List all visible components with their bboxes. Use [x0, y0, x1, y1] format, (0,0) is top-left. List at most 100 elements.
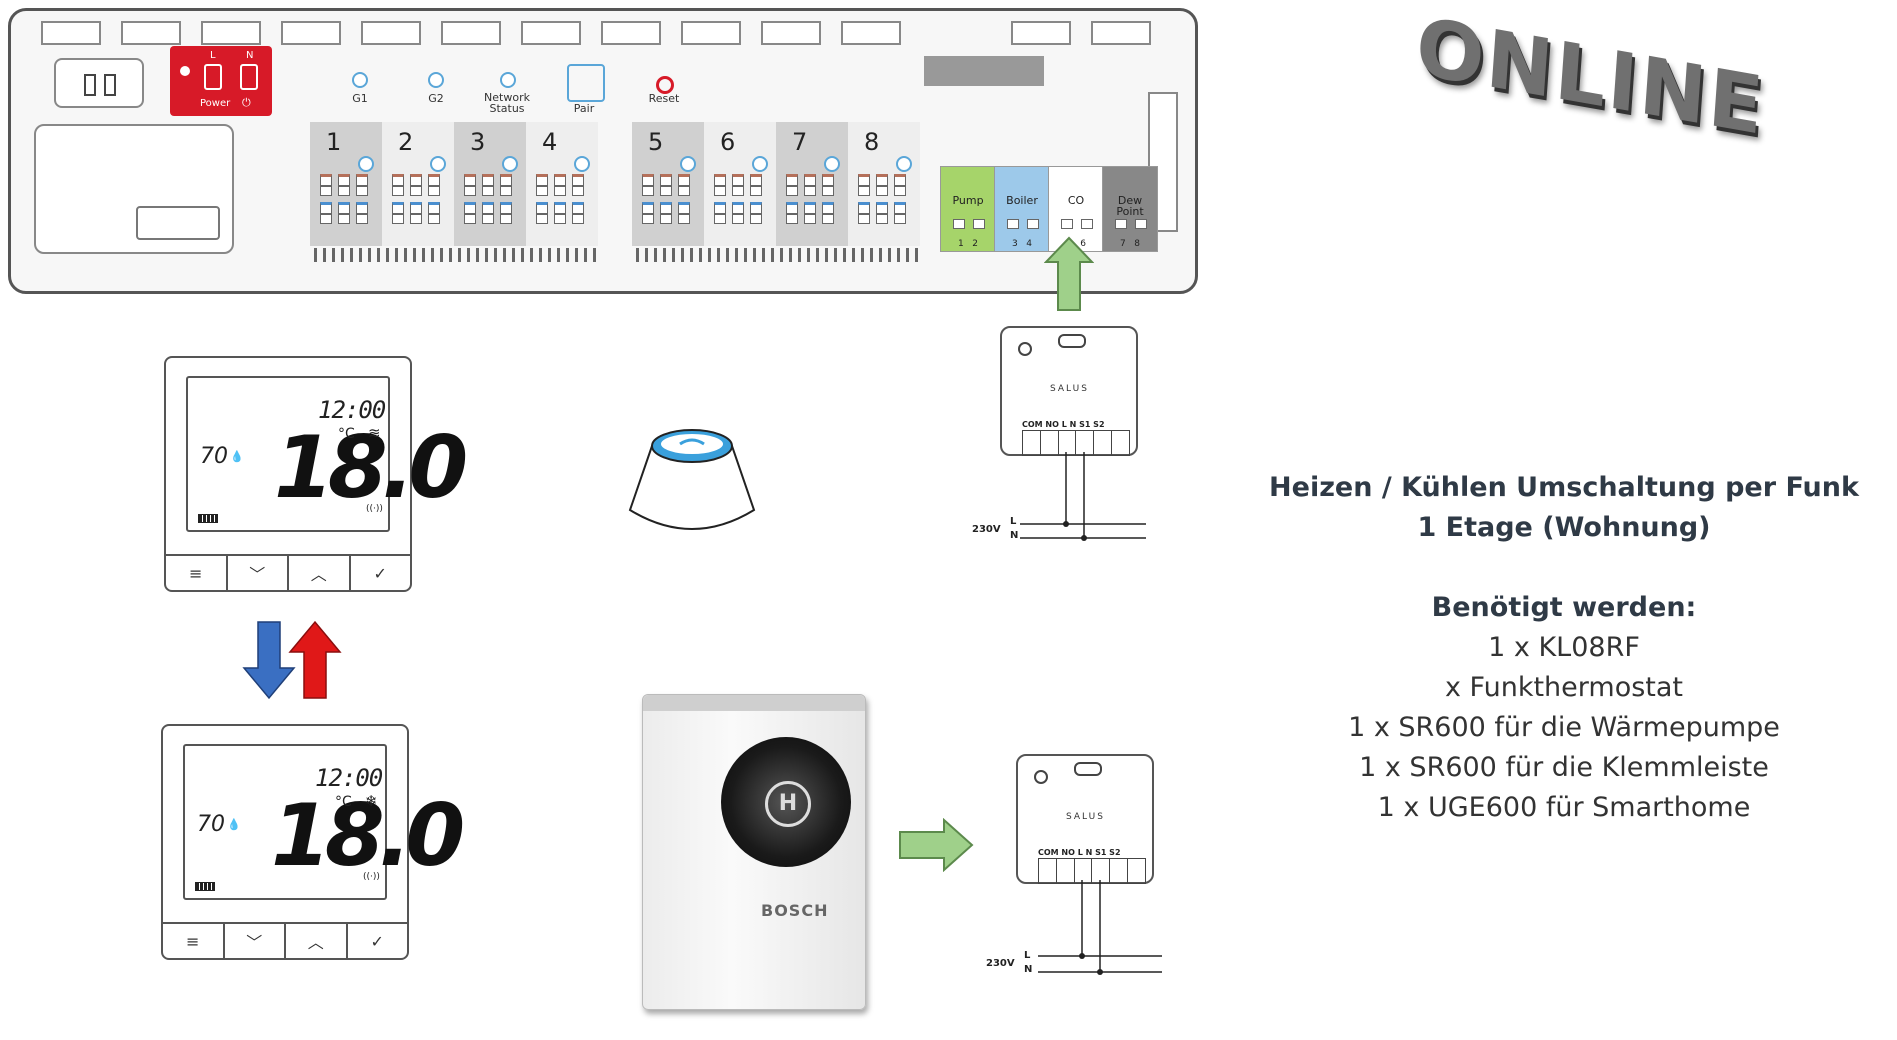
heat-fin: [870, 248, 873, 262]
heat-fin: [690, 248, 693, 262]
heat-fin: [575, 248, 578, 262]
heat-fin: [654, 248, 657, 262]
terminal-slot: [678, 186, 690, 196]
terminal-slot: [1027, 219, 1039, 229]
g1-led-icon: [352, 72, 368, 88]
heat-fin: [440, 248, 443, 262]
confirm-button[interactable]: ✓: [348, 924, 408, 958]
terminal-slot: [356, 174, 368, 186]
heat-fin: [753, 248, 756, 262]
terminal-slot: [482, 186, 494, 196]
heat-pump-arrow: [899, 818, 974, 872]
terminal-slot: [876, 202, 888, 214]
terminal-slot: [876, 174, 888, 186]
terminal-slot: [750, 202, 762, 214]
zone-led-icon: [574, 156, 590, 172]
terminal-slot: [482, 202, 494, 214]
relay2-terminal-labels: COM NO L N S1 S2: [1038, 848, 1121, 857]
terminal-slot: [428, 174, 440, 186]
terminal-slot: [410, 214, 422, 224]
button-slot: [1058, 334, 1086, 348]
relay2-wiring: [1038, 880, 1162, 975]
battery-icon: [195, 882, 215, 891]
display-time: 12:00: [318, 396, 386, 424]
zone-led-icon: [358, 156, 374, 172]
zone-1: 1: [310, 122, 382, 262]
info-item: 1 x KL08RF: [1488, 632, 1640, 663]
terminal-slot: [750, 186, 762, 196]
terminal-slot: [732, 214, 744, 224]
heat-fin: [323, 248, 326, 262]
heat-fin: [512, 248, 515, 262]
heat-fin: [825, 248, 828, 262]
heat-fin: [915, 248, 918, 262]
power-l-label: L: [210, 50, 216, 61]
reset-button[interactable]: [656, 76, 674, 94]
info-needed-heading: Benötigt werden:: [1431, 592, 1697, 623]
mount-hole-icon: [1034, 770, 1048, 784]
terminal-slot: [876, 186, 888, 196]
wireless-signal-icon: ((·)): [366, 504, 383, 514]
terminal-slot: [554, 214, 566, 224]
menu-button[interactable]: ≡: [163, 924, 225, 958]
network-status-led-icon: [500, 72, 516, 88]
terminal-slot: [482, 174, 494, 186]
heat-fin: [780, 248, 783, 262]
heat-fin: [566, 248, 569, 262]
heat-fin: [798, 248, 801, 262]
relay2-line-l: L: [1024, 950, 1031, 961]
terminal-slot: [1061, 219, 1073, 229]
up-arrow-icon: [288, 620, 342, 699]
sr600-relay-klemmleiste: SALUS COM NO L N S1 S2: [1000, 326, 1138, 456]
relay-terminal-labels: COM NO L N S1 S2: [1022, 420, 1105, 429]
terminal-slot: [320, 174, 332, 186]
zone-number: 1: [326, 128, 342, 156]
terminal-slot: [750, 214, 762, 224]
heat-fin: [377, 248, 380, 262]
up-button[interactable]: ︿: [286, 924, 348, 958]
heat-fin: [521, 248, 524, 262]
down-button[interactable]: ﹀: [225, 924, 286, 958]
terminal-slot: [536, 214, 548, 224]
heat-fin: [744, 248, 747, 262]
zone-8: 8: [848, 122, 920, 262]
display-humidity: 70: [200, 444, 228, 469]
terminal-slot: [392, 174, 404, 186]
up-button[interactable]: ︿: [289, 556, 351, 590]
heat-fin: [584, 248, 587, 262]
terminal-slot: [1007, 219, 1019, 229]
heat-fin: [699, 248, 702, 262]
terminal-slot: [410, 174, 422, 186]
terminal-slot: [660, 202, 672, 214]
terminal-slot: [536, 202, 548, 214]
zone-number: 5: [648, 128, 664, 156]
terminal-slot: [660, 174, 672, 186]
reset-label: Reset: [648, 92, 680, 105]
down-arrow-icon: [242, 621, 296, 700]
zone-led-icon: [502, 156, 518, 172]
menu-button[interactable]: ≡: [166, 556, 228, 590]
confirm-button[interactable]: ✓: [351, 556, 411, 590]
heat-fin: [861, 248, 864, 262]
terminal-slot: [822, 202, 834, 214]
cable-box: [34, 124, 234, 254]
down-button[interactable]: ﹀: [228, 556, 289, 590]
zone-led-icon: [824, 156, 840, 172]
terminal-slot: [338, 214, 350, 224]
pair-button[interactable]: [567, 64, 605, 102]
heat-fin: [593, 248, 596, 262]
heat-fin: [503, 248, 506, 262]
info-item: 1 x SR600 für die Wärmepumpe: [1348, 712, 1780, 743]
sr600-relay-waermepumpe: SALUS COM NO L N S1 S2: [1016, 754, 1154, 884]
heat-pump-brand: BOSCH: [761, 901, 829, 920]
aux-terminal-numbers: 7 8: [1119, 239, 1141, 249]
heat-fin: [539, 248, 542, 262]
display-unit: °C: [335, 794, 352, 810]
bosch-heat-pump: H BOSCH: [642, 694, 866, 1010]
confirm-icon: ✓: [370, 931, 384, 951]
terminal-slot: [660, 214, 672, 224]
terminal-slot: [714, 174, 726, 186]
